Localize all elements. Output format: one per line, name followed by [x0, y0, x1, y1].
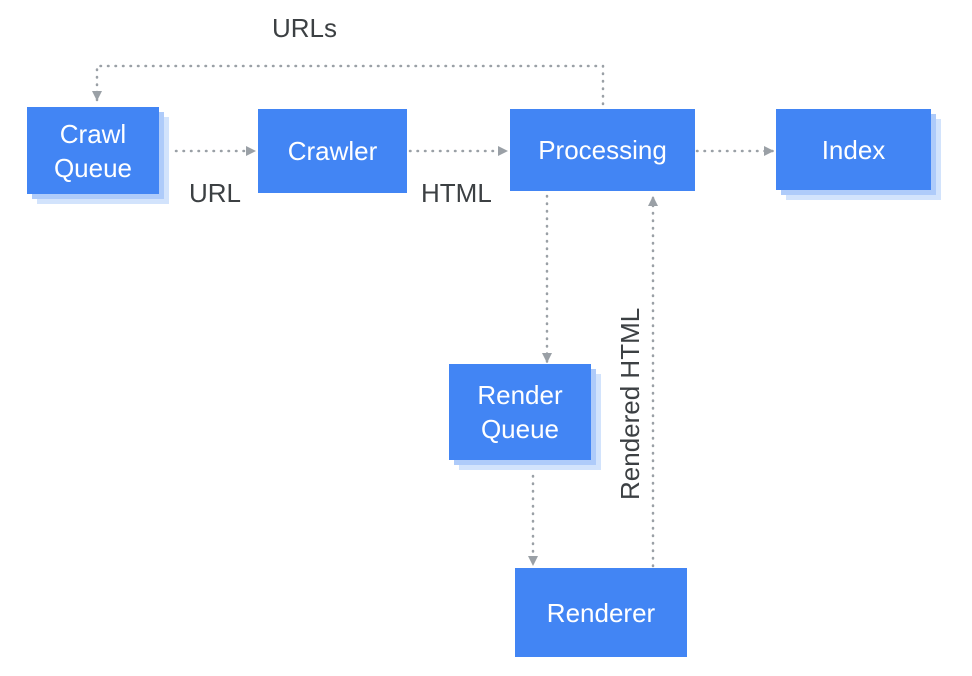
node-render-queue-line1: Render [477, 380, 563, 410]
node-crawl-queue-line1: Crawl [59, 118, 127, 149]
edge-label-urls: URLs [272, 13, 338, 43]
node-render-queue: Render Queue [449, 364, 591, 460]
node-index-label: Index [821, 134, 886, 165]
node-crawl-queue: Crawl Queue [27, 107, 159, 194]
node-processing: Processing [510, 109, 695, 191]
edge-label-html: HTML [421, 178, 492, 208]
node-index: Index [776, 109, 931, 190]
node-crawler: Crawler [258, 109, 407, 193]
node-crawl-queue-line2: Queue [53, 152, 133, 183]
node-crawler-label: Crawler [287, 136, 378, 166]
node-render-queue-line2: Queue [480, 414, 560, 444]
edge-label-rendered-html: Rendered HTML [615, 307, 645, 500]
edge-processing-to-crawl-queue [92, 64, 605, 106]
node-renderer: Renderer [515, 568, 687, 657]
node-processing-label: Processing [538, 135, 667, 165]
node-renderer-label: Renderer [546, 597, 656, 628]
edge-label-url: URL [189, 178, 242, 208]
